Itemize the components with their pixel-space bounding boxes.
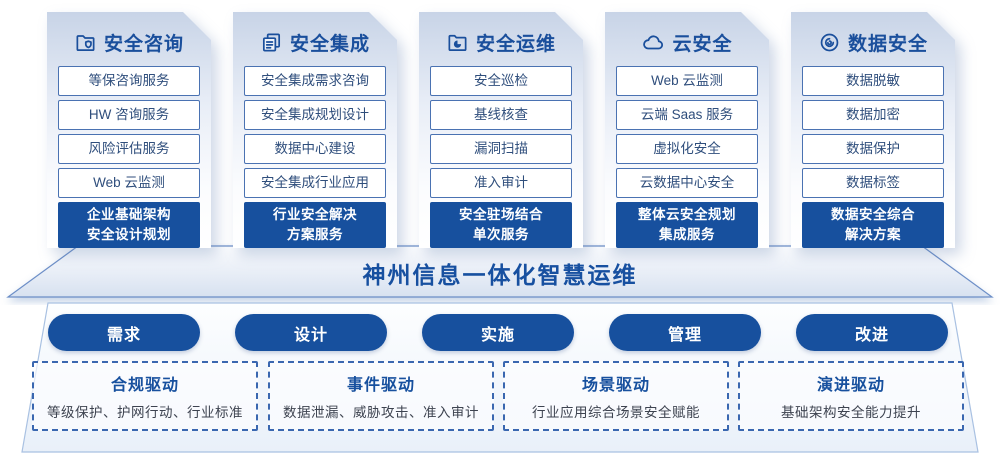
card-surface: 安全集成 安全集成需求咨询 安全集成规划设计 数据中心建设 安全集成行业应用 行… xyxy=(233,12,397,248)
driver-desc: 行业应用综合场景安全赋能 xyxy=(532,405,700,420)
card-title: 云安全 xyxy=(672,33,733,55)
service-item[interactable]: 安全巡检 xyxy=(430,66,572,96)
service-item[interactable]: 安全集成规划设计 xyxy=(244,100,386,130)
service-item[interactable]: 数据中心建设 xyxy=(244,134,386,164)
card-data-security: 数据安全 数据脱敏 数据加密 数据保护 数据标签 数据安全综合 解决方案 xyxy=(791,12,955,248)
card-header: 安全集成 xyxy=(233,12,397,55)
card-surface: 数据安全 数据脱敏 数据加密 数据保护 数据标签 数据安全综合 解决方案 xyxy=(791,12,955,248)
driver-title: 事件驱动 xyxy=(346,377,415,394)
highlight-line: 数据安全综合 xyxy=(831,206,915,222)
fingerprint-icon xyxy=(818,31,841,54)
service-item[interactable]: HW 咨询服务 xyxy=(58,100,200,130)
service-item[interactable]: 数据加密 xyxy=(802,100,944,130)
service-item[interactable]: Web 云监测 xyxy=(58,168,200,198)
driver-desc: 基础架构安全能力提升 xyxy=(781,405,921,420)
driver-title: 演进驱动 xyxy=(816,377,885,394)
pill-demand[interactable]: 需求 xyxy=(48,314,200,351)
highlight-line: 解决方案 xyxy=(845,227,901,242)
card-title: 数据安全 xyxy=(847,33,928,55)
card-title: 安全咨询 xyxy=(103,33,184,55)
service-list: 数据脱敏 数据加密 数据保护 数据标签 xyxy=(802,66,944,198)
service-list: 安全集成需求咨询 安全集成规划设计 数据中心建设 安全集成行业应用 xyxy=(244,66,386,198)
cloud-icon xyxy=(641,30,665,54)
service-list: 等保咨询服务 HW 咨询服务 风险评估服务 Web 云监测 xyxy=(58,66,200,198)
pill-management[interactable]: 管理 xyxy=(609,314,761,351)
driver-title: 合规驱动 xyxy=(110,377,179,394)
card-title: 安全运维 xyxy=(475,33,556,55)
highlight-line: 整体云安全规划 xyxy=(638,206,736,222)
service-item[interactable]: 数据脱敏 xyxy=(802,66,944,96)
card-cloud-security: 云安全 Web 云监测 云端 Saas 服务 虚拟化安全 云数据中心安全 整体云… xyxy=(605,12,769,248)
service-list: Web 云监测 云端 Saas 服务 虚拟化安全 云数据中心安全 xyxy=(616,66,758,198)
highlight-line: 安全驻场结合 xyxy=(459,206,543,222)
highlight-line: 集成服务 xyxy=(659,227,715,242)
driver-scenario: 场景驱动 行业应用综合场景安全赋能 xyxy=(503,361,729,431)
service-item[interactable]: 云数据中心安全 xyxy=(616,168,758,198)
card-security-integration: 安全集成 安全集成需求咨询 安全集成规划设计 数据中心建设 安全集成行业应用 行… xyxy=(233,12,397,248)
service-item[interactable]: 安全集成需求咨询 xyxy=(244,66,386,96)
driver-compliance: 合规驱动 等级保护、护网行动、行业标准 xyxy=(32,361,258,431)
card-header: 安全咨询 xyxy=(47,12,211,55)
service-item[interactable]: 准入审计 xyxy=(430,168,572,198)
service-item[interactable]: 漏洞扫描 xyxy=(430,134,572,164)
card-header: 云安全 xyxy=(605,12,769,55)
highlight-line: 企业基础架构 xyxy=(87,206,171,222)
card-security-consulting: 安全咨询 等保咨询服务 HW 咨询服务 风险评估服务 Web 云监测 企业基础架… xyxy=(47,12,211,248)
service-item[interactable]: 数据保护 xyxy=(802,134,944,164)
pill-design[interactable]: 设计 xyxy=(235,314,387,351)
card-surface: 安全咨询 等保咨询服务 HW 咨询服务 风险评估服务 Web 云监测 企业基础架… xyxy=(47,12,211,248)
driver-event: 事件驱动 数据泄漏、威胁攻击、准入审计 xyxy=(268,361,494,431)
highlight-line: 方案服务 xyxy=(287,227,343,242)
service-item[interactable]: 风险评估服务 xyxy=(58,134,200,164)
card-surface: 安全运维 安全巡检 基线核查 漏洞扫描 准入审计 安全驻场结合 单次服务 xyxy=(419,12,583,248)
driver-desc: 数据泄漏、威胁攻击、准入审计 xyxy=(283,405,479,420)
folder-shield-icon xyxy=(74,31,97,54)
service-item[interactable]: 安全集成行业应用 xyxy=(244,168,386,198)
driver-desc: 等级保护、护网行动、行业标准 xyxy=(47,405,243,420)
service-item[interactable]: 等保咨询服务 xyxy=(58,66,200,96)
highlight-line: 单次服务 xyxy=(473,227,529,242)
highlight-box[interactable]: 安全驻场结合 单次服务 xyxy=(430,202,572,248)
highlight-box[interactable]: 企业基础架构 安全设计规划 xyxy=(58,202,200,248)
card-header: 安全运维 xyxy=(419,12,583,55)
highlight-line: 行业安全解决 xyxy=(273,206,357,222)
documents-icon xyxy=(260,31,283,54)
service-item[interactable]: 虚拟化安全 xyxy=(616,134,758,164)
highlight-box[interactable]: 行业安全解决 方案服务 xyxy=(244,202,386,248)
card-title: 安全集成 xyxy=(289,33,370,55)
highlight-box[interactable]: 整体云安全规划 集成服务 xyxy=(616,202,758,248)
driver-title: 场景驱动 xyxy=(581,377,650,394)
service-item[interactable]: Web 云监测 xyxy=(616,66,758,96)
folder-chart-icon xyxy=(446,31,469,54)
service-item[interactable]: 基线核查 xyxy=(430,100,572,130)
card-header: 数据安全 xyxy=(791,12,955,55)
pill-implementation[interactable]: 实施 xyxy=(422,314,574,351)
card-surface: 云安全 Web 云监测 云端 Saas 服务 虚拟化安全 云数据中心安全 整体云… xyxy=(605,12,769,248)
pill-improvement[interactable]: 改进 xyxy=(796,314,948,351)
service-item[interactable]: 云端 Saas 服务 xyxy=(616,100,758,130)
service-list: 安全巡检 基线核查 漏洞扫描 准入审计 xyxy=(430,66,572,198)
service-item[interactable]: 数据标签 xyxy=(802,168,944,198)
highlight-box[interactable]: 数据安全综合 解决方案 xyxy=(802,202,944,248)
banner-title: 神州信息一体化智慧运维 xyxy=(362,262,638,288)
highlight-line: 安全设计规划 xyxy=(87,227,171,242)
driver-evolution: 演进驱动 基础架构安全能力提升 xyxy=(738,361,964,431)
card-security-operations: 安全运维 安全巡检 基线核查 漏洞扫描 准入审计 安全驻场结合 单次服务 xyxy=(419,12,583,248)
